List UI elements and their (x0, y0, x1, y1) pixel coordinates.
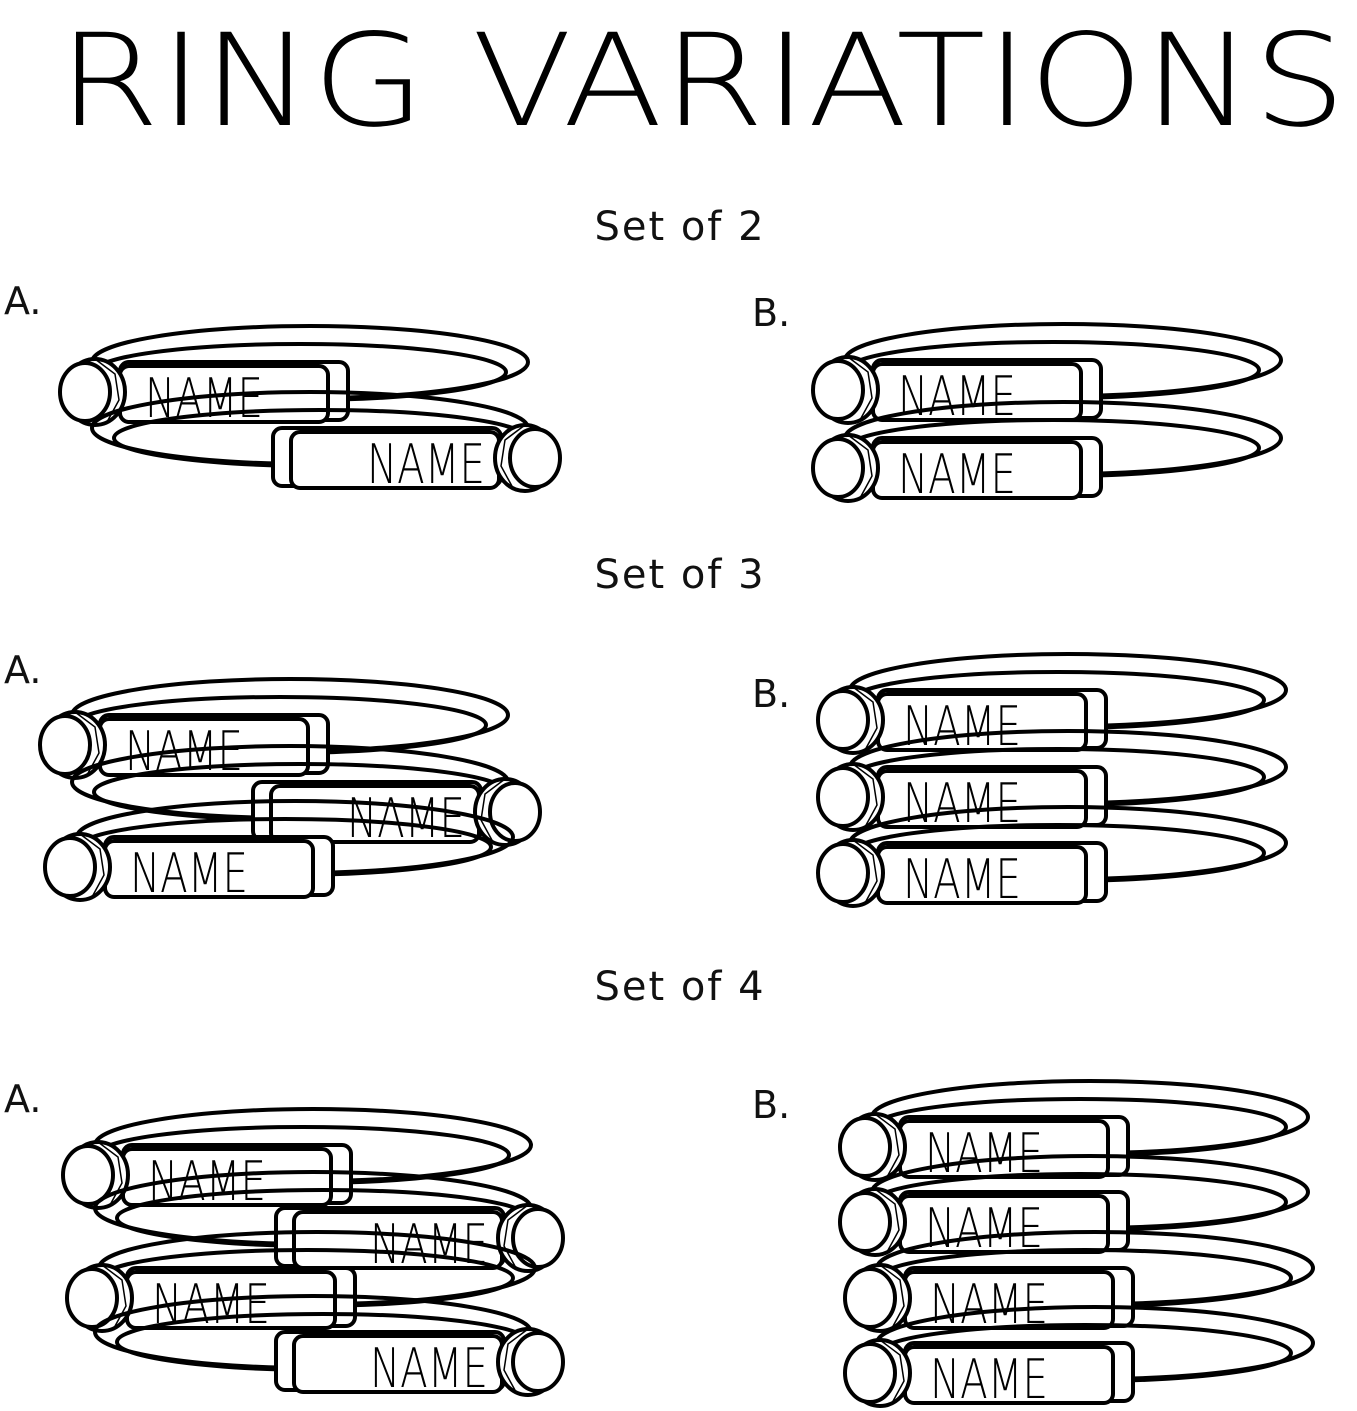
setting-facets (879, 1339, 905, 1404)
ring: NAME (843, 1230, 1315, 1336)
setting-facets (852, 686, 878, 751)
set-heading: Set of 2 (594, 204, 765, 250)
gemstone-icon (838, 1191, 892, 1253)
ring: NAME (838, 1154, 1310, 1260)
gemstone-icon (816, 842, 870, 904)
setting-facets (879, 1264, 905, 1329)
engraved-name: NAME (898, 443, 1016, 506)
engraved-name: NAME (347, 787, 465, 850)
gemstone-icon (511, 1207, 565, 1269)
gemstone-icon (65, 1267, 119, 1329)
variant-label: A. (4, 279, 41, 323)
setting-facets (847, 356, 873, 421)
gemstone-icon (58, 361, 112, 423)
engraved-name: NAME (898, 365, 1016, 428)
gemstone-icon (811, 359, 865, 421)
engraved-name: NAME (930, 1348, 1048, 1411)
set-heading: Set of 3 (594, 552, 765, 598)
setting-facets (847, 434, 873, 499)
engraved-name: NAME (367, 433, 485, 496)
engraved-name: NAME (370, 1213, 488, 1276)
gemstone-icon (61, 1144, 115, 1206)
variant-label: B. (752, 1083, 790, 1127)
gemstone-icon (488, 781, 542, 843)
setting-facets (480, 778, 506, 843)
ring-stack: NAME NAME (811, 322, 1283, 506)
gemstone-icon (843, 1342, 897, 1404)
setting-facets (503, 1328, 529, 1393)
variant-label: B. (752, 291, 790, 335)
ring: NAME (843, 1305, 1315, 1411)
variant-label: B. (752, 672, 790, 716)
setting-facets (503, 1204, 529, 1269)
ring: NAME (38, 677, 510, 783)
ring: NAME (816, 729, 1288, 835)
setting-facets (874, 1188, 900, 1253)
variant-label: A. (4, 648, 41, 692)
setting-facets (852, 763, 878, 828)
ring: NAME (811, 400, 1283, 506)
page-title: RING VARIATIONS (58, 7, 1346, 156)
ring: NAME (816, 805, 1288, 911)
ring: NAME (90, 390, 562, 496)
ring: NAME (816, 652, 1288, 758)
gemstone-icon (816, 689, 870, 751)
ring: NAME (43, 799, 515, 905)
gemstone-icon (511, 1331, 565, 1393)
gemstone-icon (838, 1116, 892, 1178)
engraved-name: NAME (370, 1337, 488, 1400)
setting-facets (500, 424, 526, 489)
engraved-name: NAME (903, 695, 1021, 758)
gemstone-icon (43, 836, 97, 898)
setting-facets (874, 1113, 900, 1178)
gemstone-icon (843, 1267, 897, 1329)
ring: NAME (58, 324, 530, 430)
setting-facets (74, 711, 100, 776)
ring: NAME (838, 1079, 1310, 1185)
ring: NAME (93, 1170, 565, 1276)
gemstone-icon (38, 714, 92, 776)
engraved-name: NAME (130, 842, 248, 905)
engraved-name: NAME (903, 848, 1021, 911)
set-heading: Set of 4 (594, 964, 765, 1010)
ring: NAME (811, 322, 1283, 428)
setting-facets (852, 839, 878, 904)
gemstone-icon (816, 766, 870, 828)
variant-label: A. (4, 1077, 41, 1121)
setting-facets (79, 833, 105, 898)
gemstone-icon (508, 427, 562, 489)
ring: NAME (93, 1294, 565, 1400)
gemstone-icon (811, 437, 865, 499)
